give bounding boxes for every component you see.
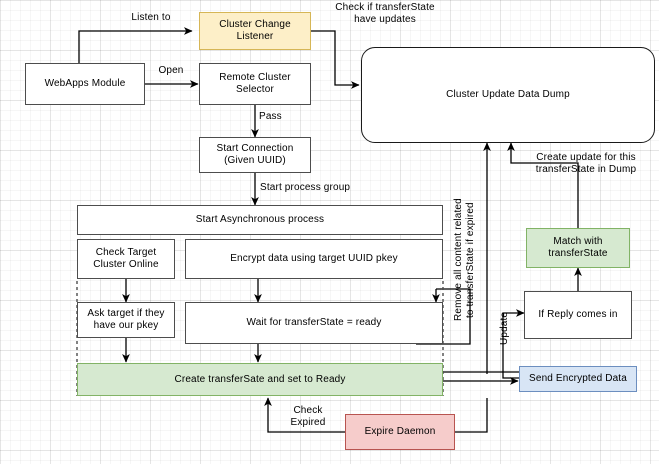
edge-label-listen-to: Listen to [131,12,171,23]
node-send-encrypted-data[interactable]: Send Encrypted Data [519,366,637,392]
node-start-connection[interactable]: Start Connection (Given UUID) [199,137,311,173]
node-if-reply-comes-in[interactable]: If Reply comes in [524,291,632,339]
node-check-target-cluster-online[interactable]: Check Target Cluster Online [77,239,175,279]
node-ask-target-pkey[interactable]: Ask target if they have our pkey [77,302,175,338]
edge-label-pass: Pass [259,111,282,122]
node-wait-for-transferstate[interactable]: Wait for transferState = ready [185,302,443,344]
edge-label-start-process-group: Start process group [260,182,351,193]
node-expire-daemon[interactable]: Expire Daemon [345,414,455,450]
node-remote-cluster-selector[interactable]: Remote Cluster Selector [199,63,311,105]
edge-expire-right [455,398,488,433]
edge-label-check-if-transferstate-updates: Check if transferState have updates [335,2,435,25]
edge-listener-to-dump [311,30,360,89]
node-cluster-update-data-dump[interactable]: Cluster Update Data Dump [361,47,655,143]
edge-webapps-to-listener [78,27,193,63]
edge-label-check-expired: Check Expired [290,405,326,428]
node-start-async-process[interactable]: Start Asynchronous process [77,205,443,235]
node-create-transferstate[interactable]: Create transferSate and set to Ready [77,363,443,396]
node-cluster-change-listener[interactable]: Cluster Change Listener [199,12,311,50]
node-webapps-module[interactable]: WebApps Module [25,63,145,105]
edge-label-open: Open [158,65,184,76]
edge-label-remove-all-content: Remove all content related to transferSt… [453,198,476,322]
node-encrypt-data[interactable]: Encrypt data using target UUID pkey [185,239,443,279]
node-match-with-transferstate[interactable]: Match with transferState [526,228,630,268]
edge-label-update: Update [499,311,510,345]
edge-label-create-update-for-transferstate: Create update for this transferState in … [535,152,637,175]
